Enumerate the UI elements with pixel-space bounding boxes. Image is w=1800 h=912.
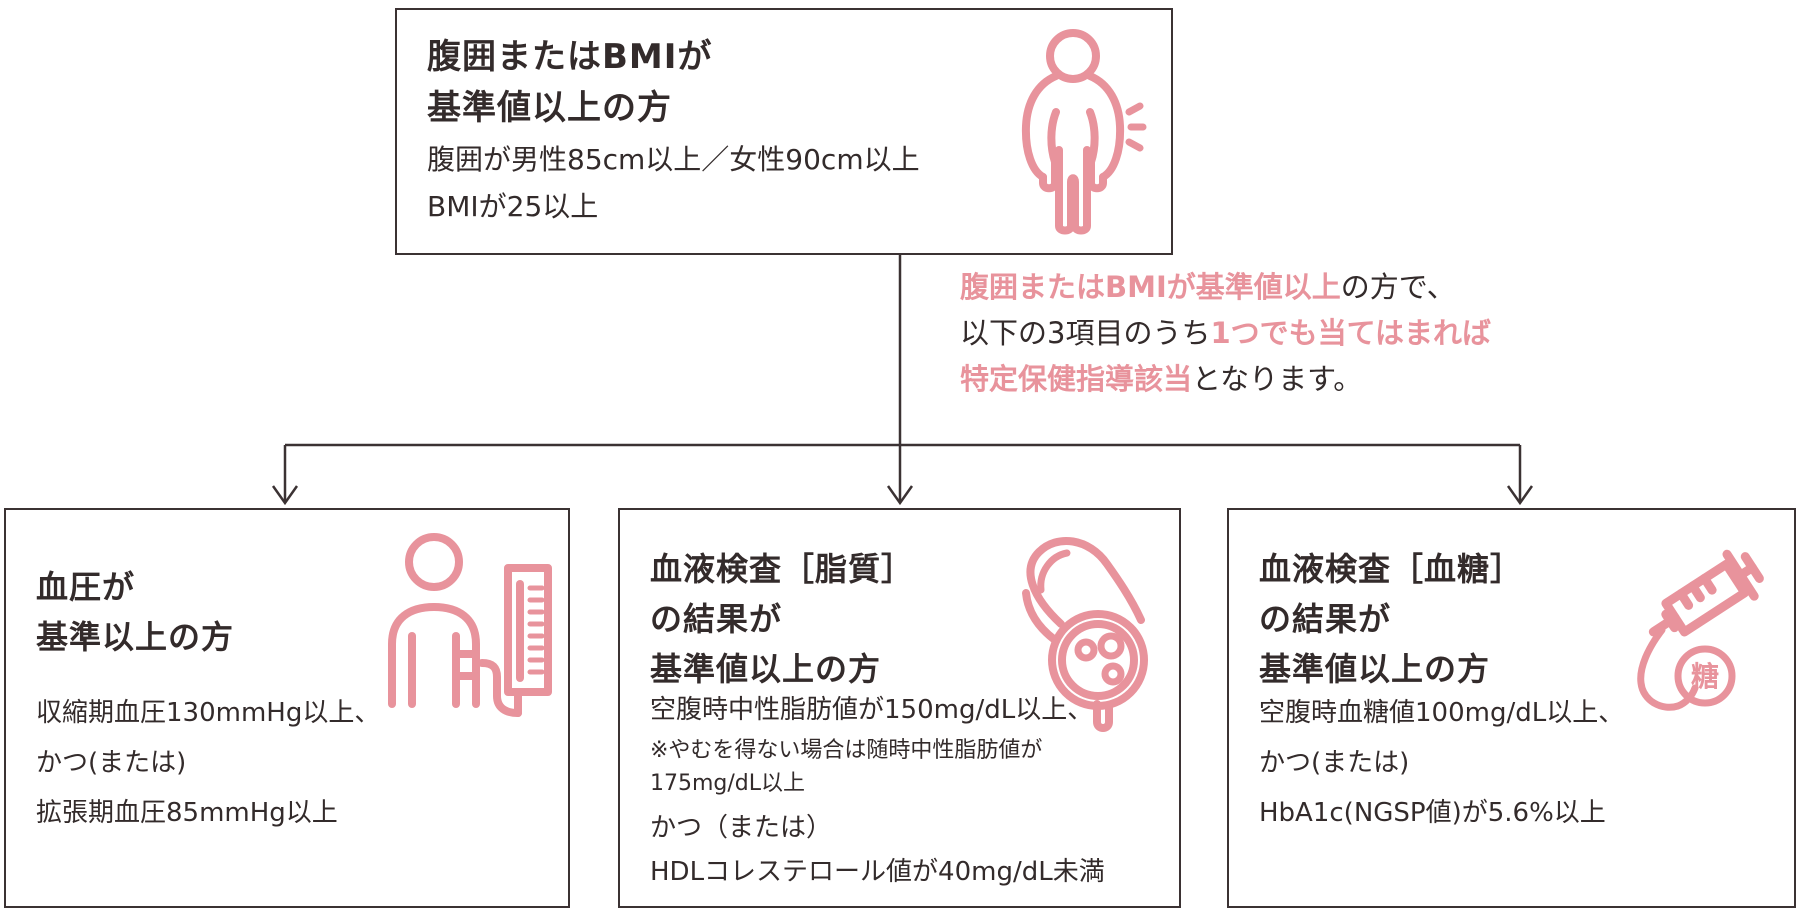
waist-bmi-title-line1: 腹囲またはBMIが: [427, 37, 713, 77]
note-plain-3: となります。: [1192, 362, 1363, 396]
blood-lipid-title-line3: 基準値以上の方: [650, 650, 882, 688]
blood-lipid-title-line2: の結果が: [650, 600, 783, 638]
blood-lipid-note-line2: 175mg/dL以上: [650, 771, 806, 796]
note-highlight-one-item: 1つでも当てはまれば: [1210, 316, 1492, 350]
blood-sugar-body-line3: HbA1c(NGSP値)が5.6%以上: [1259, 798, 1606, 828]
blood-vessel-icon: [1022, 536, 1148, 732]
note-highlight-guidance: 特定保健指導該当: [960, 362, 1193, 396]
sugar-kanji-label: 糖: [1691, 660, 1719, 693]
overweight-person-icon: [1021, 29, 1147, 235]
blood-lipid-body-line3: HDLコレステロール値が40mg/dL未満: [650, 857, 1105, 887]
blood-lipid-body-line2: かつ（または）: [650, 813, 833, 843]
blood-lipid-title: 血液検査［脂質］ の結果が 基準値以上の方: [650, 544, 914, 694]
blood-pressure-body-line3: 拡張期血圧85mmHg以上: [36, 798, 338, 828]
blood-sugar-body-line1: 空腹時血糖値100mg/dL以上、: [1259, 698, 1625, 728]
waist-bmi-body-line2: BMIが25以上: [427, 190, 599, 223]
condition-note-line3: 特定保健指導該当となります。: [960, 356, 1491, 402]
criteria-box-blood-pressure: 血圧が 基準以上の方 収縮期血圧130mmHg以上、 かつ(または) 拡張期血圧…: [4, 508, 570, 908]
down-arrow-left: [271, 445, 299, 506]
condition-note-line2: 以下の3項目のうち1つでも当てはまれば: [960, 310, 1491, 356]
note-plain-1: の方で、: [1340, 270, 1456, 304]
blood-pressure-monitor-icon: [388, 533, 552, 717]
blood-lipid-note-line1: ※やむを得ない場合は随時中性脂肪値が: [650, 738, 1043, 763]
syringe-icon: 糖: [1637, 549, 1764, 711]
note-highlight-waist-bmi: 腹囲またはBMIが基準値以上: [960, 270, 1341, 304]
blood-sugar-title-line3: 基準値以上の方: [1259, 650, 1491, 688]
blood-lipid-note: ※やむを得ない場合は随時中性脂肪値が 175mg/dL以上: [650, 734, 1105, 800]
condition-note-line1: 腹囲またはBMIが基準値以上の方で、: [960, 264, 1491, 310]
blood-pressure-body: 収縮期血圧130mmHg以上、 かつ(または) 拡張期血圧85mmHg以上: [36, 688, 380, 838]
criteria-box-blood-lipid: 血液検査［脂質］ の結果が 基準値以上の方 空腹時中性脂肪値が150mg/dL以…: [618, 508, 1181, 908]
criteria-box-waist-bmi: 腹囲またはBMIが 基準値以上の方 腹囲が男性85cm以上／女性90cm以上 B…: [395, 8, 1173, 255]
emphasis-dashes-icon: [1125, 102, 1147, 152]
blood-sugar-title-line1: 血液検査［血糖］: [1259, 550, 1524, 588]
blood-sugar-title: 血液検査［血糖］ の結果が 基準値以上の方: [1259, 544, 1523, 694]
waist-bmi-title: 腹囲またはBMIが 基準値以上の方: [427, 32, 712, 134]
waist-bmi-body: 腹囲が男性85cm以上／女性90cm以上 BMIが25以上: [427, 136, 920, 230]
blood-pressure-title-line2: 基準以上の方: [36, 618, 235, 656]
blood-lipid-title-line1: 血液検査［脂質］: [650, 550, 915, 588]
note-plain-2: 以下の3項目のうち: [960, 316, 1211, 350]
blood-pressure-title: 血圧が 基準以上の方: [36, 562, 234, 662]
blood-lipid-body-line1: 空腹時中性脂肪値が150mg/dL以上、: [650, 695, 1094, 725]
waist-bmi-body-line1: 腹囲が男性85cm以上／女性90cm以上: [427, 143, 920, 176]
blood-lipid-body: 空腹時中性脂肪値が150mg/dL以上、 ※やむを得ない場合は随時中性脂肪値が …: [650, 688, 1105, 894]
blood-pressure-title-line1: 血圧が: [36, 568, 136, 606]
down-arrow-right: [1506, 445, 1534, 506]
blood-pressure-body-line2: かつ(または): [36, 748, 187, 778]
blood-sugar-body-line2: かつ(または): [1259, 748, 1410, 778]
condition-note: 腹囲またはBMIが基準値以上の方で、 以下の3項目のうち1つでも当てはまれば 特…: [960, 264, 1491, 402]
waist-bmi-title-line2: 基準値以上の方: [427, 88, 672, 128]
blood-pressure-body-line1: 収縮期血圧130mmHg以上、: [36, 698, 381, 728]
blood-sugar-title-line2: の結果が: [1259, 600, 1392, 638]
criteria-box-blood-sugar: 血液検査［血糖］ の結果が 基準値以上の方 空腹時血糖値100mg/dL以上、 …: [1227, 508, 1796, 908]
blood-sugar-body: 空腹時血糖値100mg/dL以上、 かつ(または) HbA1c(NGSP値)が5…: [1259, 688, 1624, 838]
down-arrow-center: [886, 445, 914, 506]
